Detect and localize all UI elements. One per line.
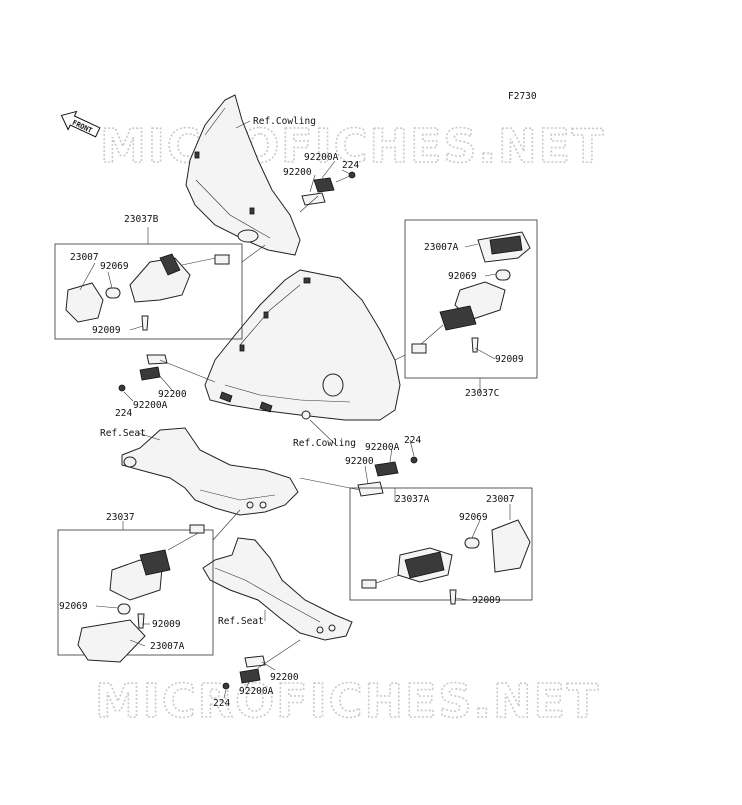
- label-92069-lowleft: 92069: [59, 601, 88, 612]
- label-224-midleft: 224: [115, 408, 132, 419]
- label-23037: 23037: [106, 512, 135, 523]
- turn-signal-rear-left: [77, 524, 205, 663]
- front-arrow-icon: FRONT: [60, 110, 101, 138]
- seat-rail-left: [121, 427, 299, 516]
- label-92009-lowright: 92009: [472, 595, 501, 606]
- label-23007a-lowleft: 23007A: [150, 641, 185, 652]
- label-92200-bottom: 92200: [270, 672, 299, 683]
- bracket-midleft: [118, 354, 216, 392]
- label-23007-left: 23007: [70, 252, 99, 263]
- label-92200a-top: 92200A: [304, 152, 339, 163]
- watermark-bottom: MICROFICHES.NET: [95, 674, 600, 728]
- watermark-top: MICROFICHES.NET: [100, 119, 605, 173]
- label-ref-cowling-top: Ref.Cowling: [253, 116, 316, 127]
- label-224-top: 224: [342, 160, 359, 171]
- label-92009-left: 92009: [92, 325, 121, 336]
- turn-signal-front-left: [65, 253, 231, 331]
- label-92009-right: 92009: [495, 354, 524, 365]
- box-23037b: [54, 243, 243, 340]
- box-23037: [57, 529, 214, 656]
- label-92200-midleft: 92200: [158, 389, 187, 400]
- turn-signal-front-right: [411, 231, 531, 354]
- label-23007a-right: 23007A: [424, 242, 459, 253]
- label-92200a-midleft: 92200A: [133, 400, 168, 411]
- main-cowling: [204, 269, 401, 421]
- label-224-bottom: 224: [213, 698, 230, 709]
- label-92200-top: 92200: [283, 167, 312, 178]
- label-ref-seat-bottom: Ref.Seat: [218, 616, 264, 627]
- box-23037c: [404, 219, 538, 379]
- label-92069-left: 92069: [100, 261, 129, 272]
- turn-signal-rear-right: [361, 519, 531, 605]
- seat-rail-right: [202, 537, 353, 641]
- bracket-top: [299, 171, 356, 213]
- label-92069-right: 92069: [448, 271, 477, 282]
- label-23037a: 23037A: [395, 494, 430, 505]
- label-92200a-midright: 92200A: [365, 442, 400, 453]
- label-ref-cowling-mid: Ref.Cowling: [293, 438, 356, 449]
- label-224-midright: 224: [404, 435, 421, 446]
- label-92009-lowleft: 92009: [152, 619, 181, 630]
- label-23037c: 23037C: [465, 388, 499, 399]
- label-23037b: 23037B: [124, 214, 159, 225]
- box-23037a: [349, 487, 533, 601]
- label-92069-lowright: 92069: [459, 512, 488, 523]
- figure-code: F2730: [508, 91, 537, 102]
- label-92200a-bottom: 92200A: [239, 686, 274, 697]
- bracket-bottom: [222, 639, 301, 690]
- label-23007-lowright: 23007: [486, 494, 515, 505]
- label-ref-seat-left: Ref.Seat: [100, 428, 146, 439]
- label-92200-midright: 92200: [345, 456, 374, 467]
- bracket-midright: [299, 456, 418, 497]
- upper-cowling: [185, 94, 301, 256]
